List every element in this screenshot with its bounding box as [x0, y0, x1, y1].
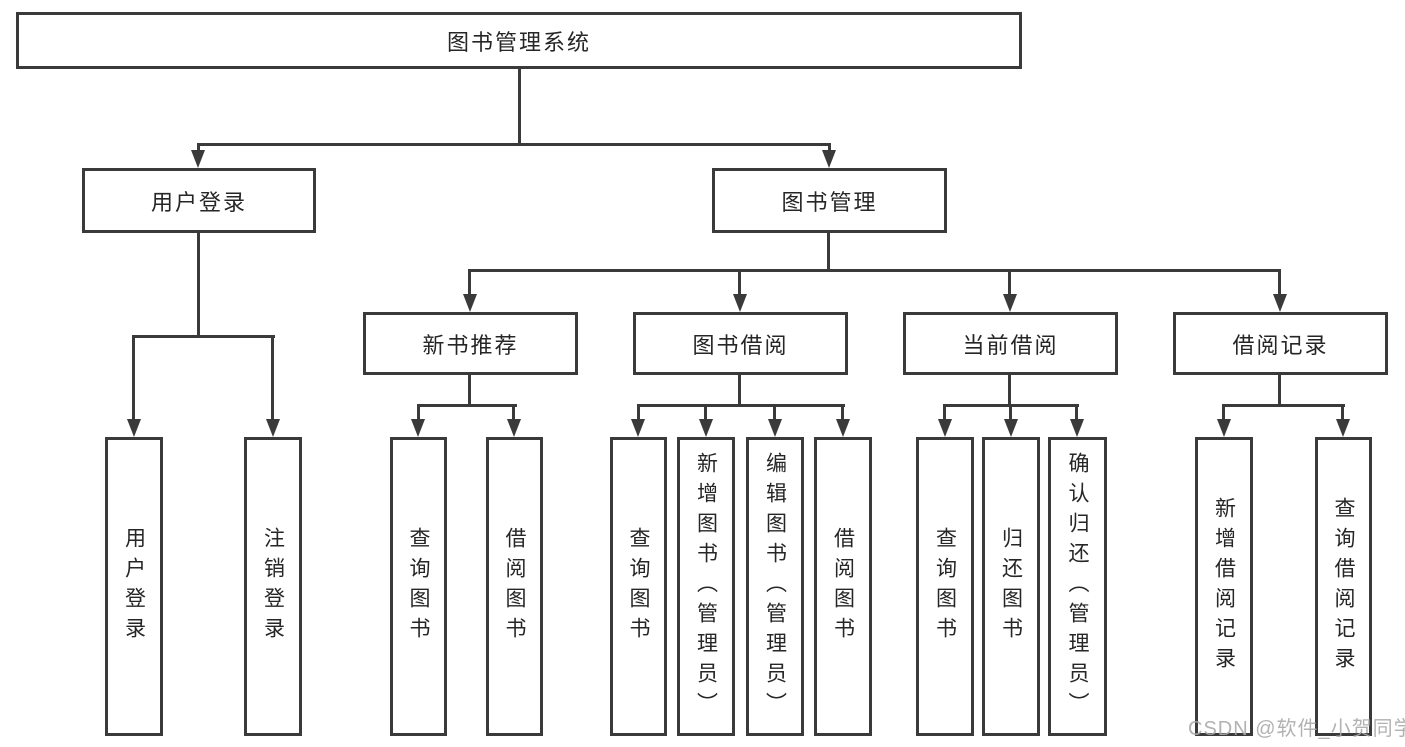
leaf-query-books-borrow: 查询图书	[610, 437, 667, 736]
node-new-book-recommend: 新书推荐	[363, 312, 578, 375]
connector-borrow-drop-1	[637, 404, 640, 421]
leaf-borrow-books: 借阅图书	[814, 437, 872, 736]
leaf-query-books-current-label: 查询图书	[933, 526, 957, 647]
node-new-book-recommend-label: 新书推荐	[422, 332, 519, 358]
connector-user-crossbar	[132, 335, 275, 338]
leaf-logout: 注销登录	[244, 437, 302, 736]
node-borrowing-records-label: 借阅记录	[1232, 332, 1329, 358]
arrow-down-icon	[699, 419, 713, 437]
connector-borrow-stem	[738, 375, 741, 406]
arrow-down-icon	[191, 150, 205, 168]
leaf-logout-label: 注销登录	[261, 526, 285, 647]
connector-root-stem	[518, 69, 521, 145]
node-book-borrowing: 图书借阅	[633, 312, 848, 375]
arrow-down-icon	[1273, 294, 1287, 312]
connector-book-stem	[827, 233, 830, 272]
connector-current-drop-1	[943, 404, 946, 421]
leaf-confirm-return-admin-label: 确认归还（管理员）	[1066, 451, 1089, 722]
arrow-down-icon	[938, 419, 952, 437]
connector-book-drop-4	[1278, 269, 1281, 297]
leaf-add-book-admin: 新增图书（管理员）	[677, 437, 735, 736]
node-borrowing-records: 借阅记录	[1173, 312, 1388, 375]
connector-records-drop-1	[1222, 404, 1225, 421]
connector-book-crossbar	[468, 269, 1281, 272]
node-user-login-label: 用户登录	[150, 189, 247, 215]
leaf-borrow-books-recommend: 借阅图书	[486, 437, 543, 736]
leaf-query-books-recommend: 查询图书	[390, 437, 447, 736]
arrow-down-icon	[1336, 419, 1350, 437]
arrow-down-icon	[1217, 419, 1231, 437]
arrow-down-icon	[822, 150, 836, 168]
leaf-query-borrow-record: 查询借阅记录	[1315, 437, 1372, 736]
connector-user-stem	[197, 233, 200, 335]
connector-root-drop-left	[197, 143, 200, 152]
connector-records-crossbar	[1222, 404, 1345, 407]
arrow-down-icon	[733, 294, 747, 312]
arrow-down-icon	[631, 419, 645, 437]
leaf-confirm-return-admin: 确认归还（管理员）	[1048, 437, 1107, 736]
connector-book-drop-2	[738, 269, 741, 297]
leaf-query-borrow-record-label: 查询借阅记录	[1332, 496, 1355, 677]
connector-user-drop-1	[132, 335, 135, 421]
connector-newbook-drop-2	[512, 404, 515, 421]
node-book-management: 图书管理	[712, 168, 947, 233]
leaf-borrow-books-label: 借阅图书	[831, 526, 855, 647]
csdn-watermark: CSDN @软件_小贺同学	[1188, 718, 1405, 740]
arrow-down-icon	[266, 419, 280, 437]
connector-book-drop-1	[468, 269, 471, 297]
connector-records-stem	[1278, 375, 1281, 406]
arrow-down-icon	[463, 294, 477, 312]
connector-borrow-crossbar	[637, 404, 845, 407]
node-user-login: 用户登录	[82, 168, 316, 233]
arrow-down-icon	[768, 419, 782, 437]
leaf-user-login: 用户登录	[105, 437, 163, 736]
connector-root-drop-right	[828, 143, 831, 152]
leaf-add-book-admin-label: 新增图书（管理员）	[694, 451, 718, 722]
connector-newbook-crossbar	[417, 404, 517, 407]
connector-newbook-drop-1	[417, 404, 420, 421]
leaf-borrow-books-recommend-label: 借阅图书	[503, 526, 526, 647]
node-current-borrowing-label: 当前借阅	[962, 332, 1059, 358]
leaf-user-login-label: 用户登录	[122, 526, 146, 647]
connector-records-drop-2	[1341, 404, 1344, 421]
node-book-management-label: 图书管理	[781, 189, 878, 215]
leaf-query-books-recommend-label: 查询图书	[407, 526, 430, 647]
leaf-add-borrow-record-label: 新增借阅记录	[1212, 496, 1236, 677]
connector-borrow-drop-3	[773, 404, 776, 421]
arrow-down-icon	[1003, 294, 1017, 312]
leaf-add-borrow-record: 新增借阅记录	[1195, 437, 1253, 736]
connector-book-drop-3	[1008, 269, 1011, 297]
node-root-label: 图书管理系统	[446, 29, 591, 55]
leaf-edit-book-admin-label: 编辑图书（管理员）	[763, 451, 787, 722]
arrow-down-icon	[1070, 419, 1084, 437]
connector-root-crossbar	[197, 143, 831, 146]
arrow-down-icon	[507, 419, 521, 437]
arrow-down-icon	[1004, 419, 1018, 437]
connector-user-drop-2	[271, 335, 274, 421]
connector-borrow-drop-4	[841, 404, 844, 421]
node-current-borrowing: 当前借阅	[903, 312, 1118, 375]
leaf-edit-book-admin: 编辑图书（管理员）	[746, 437, 804, 736]
connector-newbook-stem	[468, 375, 471, 406]
leaf-query-books-borrow-label: 查询图书	[627, 526, 650, 647]
connector-borrow-drop-2	[704, 404, 707, 421]
leaf-return-book-label: 归还图书	[999, 526, 1023, 647]
node-book-borrowing-label: 图书借阅	[692, 332, 789, 358]
arrow-down-icon	[411, 419, 425, 437]
arrow-down-icon	[127, 419, 141, 437]
connector-current-stem	[1008, 375, 1011, 406]
connector-current-drop-3	[1075, 404, 1078, 421]
leaf-query-books-current: 查询图书	[916, 437, 974, 736]
connector-current-drop-2	[1009, 404, 1012, 421]
node-root: 图书管理系统	[16, 12, 1022, 69]
arrow-down-icon	[836, 419, 850, 437]
leaf-return-book: 归还图书	[982, 437, 1040, 736]
